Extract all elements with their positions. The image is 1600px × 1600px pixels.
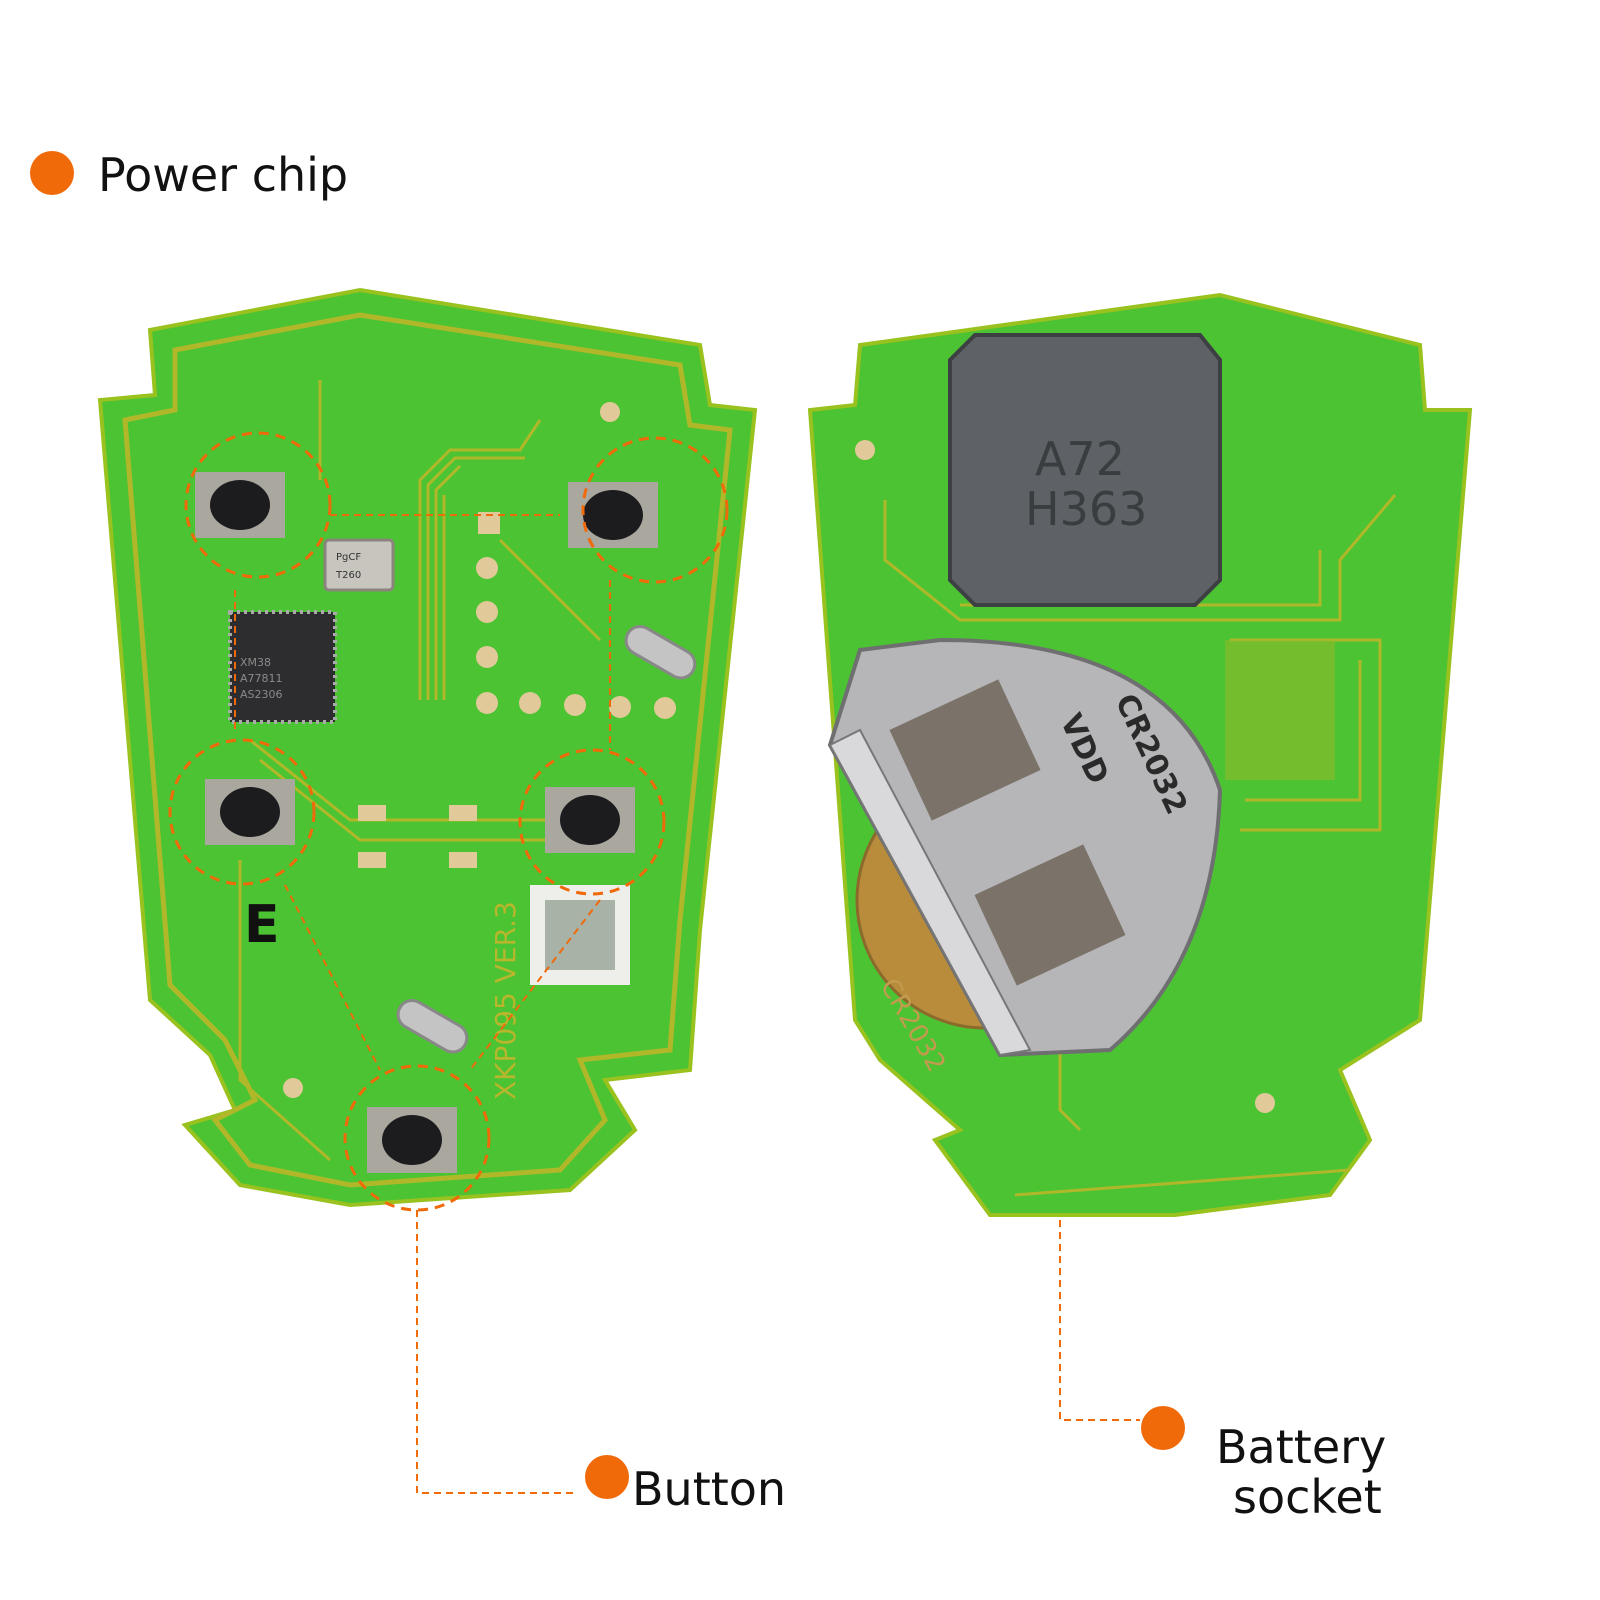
board-marking: XKP095 VER.3 bbox=[489, 901, 522, 1100]
chip-marking-2: A77811 bbox=[240, 672, 283, 685]
silk-letter: E bbox=[244, 895, 280, 955]
button-label: Button bbox=[632, 1462, 787, 1516]
button-switches bbox=[195, 472, 658, 1173]
chip-marking-1: XM38 bbox=[240, 656, 271, 669]
pcb-front: XM38 A77811 AS2306 PgCF T260 XKP0 bbox=[97, 287, 758, 1494]
battery-socket-bullet-icon bbox=[1141, 1406, 1185, 1450]
power-chip-label: Power chip bbox=[98, 148, 349, 202]
pcb-back: A72 H363 CR2032 VDD CR2032 bbox=[807, 292, 1473, 1421]
button-leader-line bbox=[416, 1210, 575, 1494]
power-chip bbox=[228, 610, 337, 724]
power-chip-bullet-icon bbox=[30, 151, 74, 195]
battery-leader-line bbox=[1059, 1220, 1140, 1421]
battery-socket-label-line1: Battery bbox=[1216, 1420, 1387, 1474]
crystal-marking-1: T260 bbox=[335, 570, 361, 581]
button-bullet-icon bbox=[585, 1455, 629, 1499]
button-highlight-circles bbox=[168, 431, 729, 1212]
crystal-marking-2: PgCF bbox=[336, 552, 361, 563]
battery-socket-label-line2: socket bbox=[1233, 1470, 1382, 1524]
crystal bbox=[323, 538, 395, 592]
inductor bbox=[948, 333, 1222, 607]
inductor-marking-2: H363 bbox=[1025, 482, 1147, 536]
chip-marking-3: AS2306 bbox=[240, 688, 283, 701]
inductor-marking-1: A72 bbox=[1035, 432, 1125, 486]
